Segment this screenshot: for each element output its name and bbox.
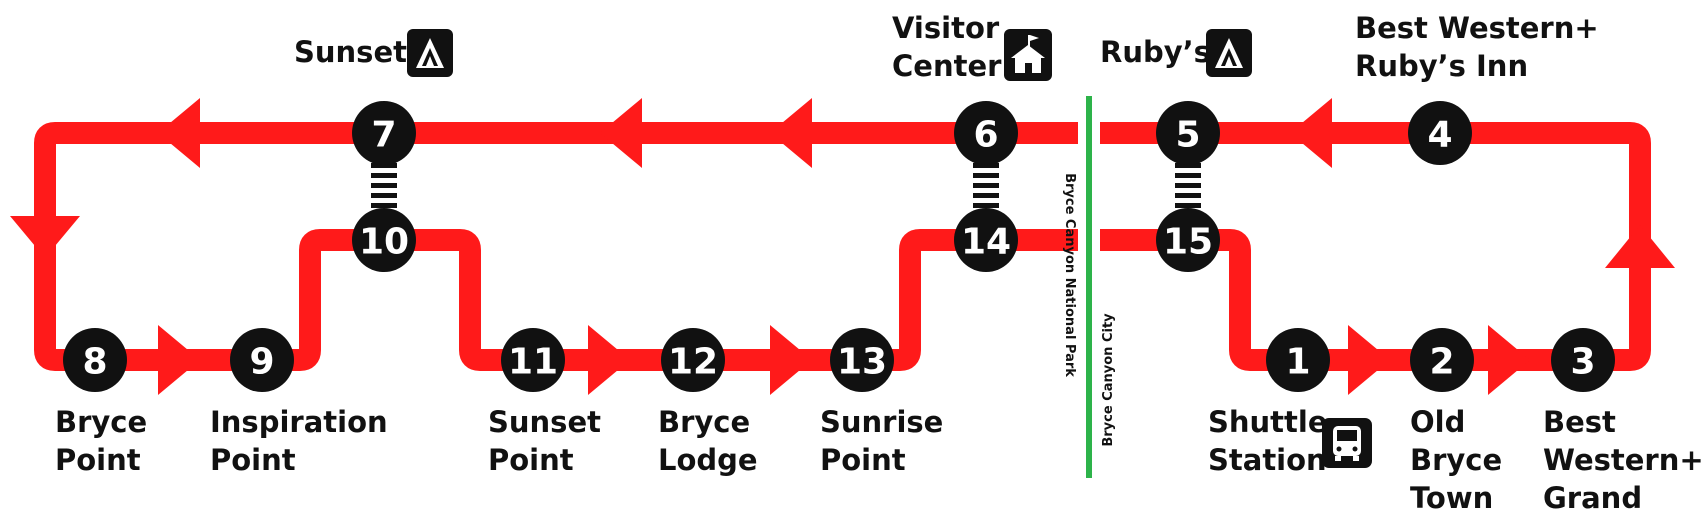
boundary-label-park: Bryce Canyon National Park [1062, 173, 1077, 377]
direction-arrows [10, 98, 1675, 395]
route-lines [34, 122, 1651, 371]
campground-icon [1206, 29, 1252, 77]
route-bottom-east [1100, 229, 1583, 371]
connector-5-15 [1175, 160, 1201, 216]
stop-15[interactable]: 15 [1156, 208, 1220, 272]
campground-icon [407, 29, 453, 77]
stop-9[interactable]: 9 [230, 328, 294, 392]
svg-text:14: 14 [961, 222, 1011, 263]
stop-13[interactable]: 13 [830, 328, 894, 392]
stop-label-7: Sunset [294, 35, 407, 69]
svg-text:5: 5 [1175, 115, 1200, 156]
svg-text:1: 1 [1285, 342, 1310, 383]
arrow-east [770, 325, 812, 395]
svg-text:11: 11 [508, 342, 558, 383]
stop-4[interactable]: 4 [1408, 101, 1472, 165]
boundary: Bryce Canyon National Park Bryce Canyon … [1062, 82, 1116, 482]
arrow-west [158, 98, 200, 168]
svg-text:12: 12 [668, 342, 718, 383]
stops: 1 2 3 4 5 6 7 8 9 10 11 12 13 14 15 [63, 101, 1615, 392]
stop-14[interactable]: 14 [954, 208, 1018, 272]
arrow-west [600, 98, 642, 168]
svg-text:15: 15 [1163, 222, 1213, 263]
stop-11[interactable]: 11 [501, 328, 565, 392]
svg-text:6: 6 [973, 115, 998, 156]
svg-text:9: 9 [249, 342, 274, 383]
arrow-east [1488, 325, 1530, 395]
stop-7[interactable]: 7 [352, 101, 416, 165]
stop-8[interactable]: 8 [63, 328, 127, 392]
connector-7-10 [371, 160, 397, 216]
stop-label-5: Ruby’s [1100, 35, 1211, 69]
arrow-east [158, 325, 200, 395]
stop-12[interactable]: 12 [661, 328, 725, 392]
connector-6-14 [973, 160, 999, 216]
stop-1[interactable]: 1 [1266, 328, 1330, 392]
bus-icon [1322, 418, 1372, 468]
arrow-west [1290, 98, 1332, 168]
stop-2[interactable]: 2 [1410, 328, 1474, 392]
arrow-east [588, 325, 630, 395]
svg-text:7: 7 [371, 115, 396, 156]
stop-label-4: Best Western+Ruby’s Inn [1355, 11, 1599, 83]
arrow-east [1348, 325, 1390, 395]
svg-text:10: 10 [359, 222, 409, 263]
arrow-west [770, 98, 812, 168]
visitor-center-icon [1004, 29, 1052, 81]
boundary-line [1086, 96, 1092, 478]
stop-10[interactable]: 10 [352, 208, 416, 272]
arrow-north [1605, 225, 1675, 268]
svg-text:4: 4 [1427, 115, 1452, 156]
arrow-south [10, 216, 80, 258]
svg-text:2: 2 [1429, 342, 1454, 383]
stop-connectors [371, 160, 1201, 216]
svg-text:8: 8 [82, 342, 107, 383]
stop-6[interactable]: 6 [954, 101, 1018, 165]
stop-5[interactable]: 5 [1156, 101, 1220, 165]
route-bottom-west [95, 229, 1078, 371]
svg-text:3: 3 [1570, 342, 1595, 383]
stop-3[interactable]: 3 [1551, 328, 1615, 392]
svg-text:13: 13 [837, 342, 887, 383]
boundary-label-city: Bryce Canyon City [1101, 313, 1116, 447]
